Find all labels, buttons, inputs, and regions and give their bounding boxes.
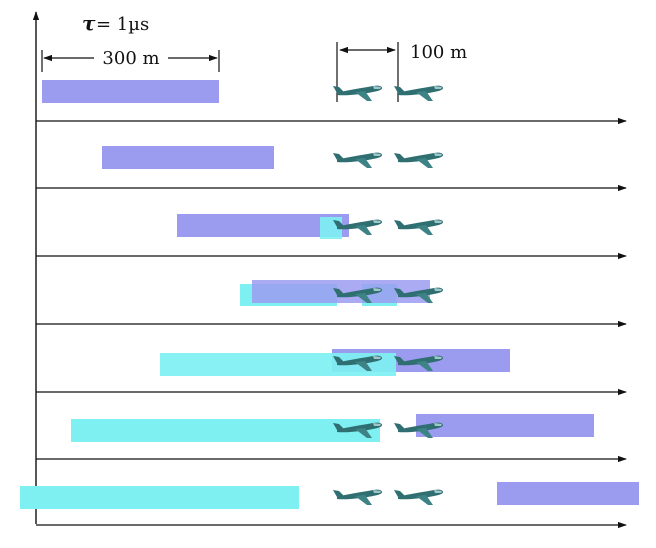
row-2: [36, 146, 627, 192]
aircraft-icon: [394, 152, 443, 168]
row-6: [36, 414, 627, 463]
transmit-pulse: [177, 214, 349, 237]
transmit-pulse: [42, 80, 219, 103]
aircraft-icon: [394, 219, 443, 235]
pulse-length-label: 300 m: [102, 48, 159, 69]
tau-value: = 1µs: [96, 14, 149, 35]
echo-pulse: [20, 486, 299, 509]
aircraft-icon: [394, 489, 443, 505]
transmit-pulse: [497, 482, 639, 505]
row-3: [36, 214, 627, 260]
aircraft-icon: [333, 152, 382, 168]
spacing-label: 100 m: [410, 42, 467, 63]
aircraft-icon: [333, 489, 382, 505]
row-1: [36, 80, 627, 125]
aircraft-icon: [394, 85, 443, 101]
row-7: [20, 482, 639, 529]
echo-pulse: [71, 419, 380, 442]
row-4: [36, 280, 627, 328]
row-5: [36, 349, 627, 396]
transmit-pulse: [416, 414, 594, 437]
tau-symbol: τ: [82, 11, 96, 35]
transmit-pulse: [102, 146, 274, 169]
aircraft-icon: [333, 85, 382, 101]
